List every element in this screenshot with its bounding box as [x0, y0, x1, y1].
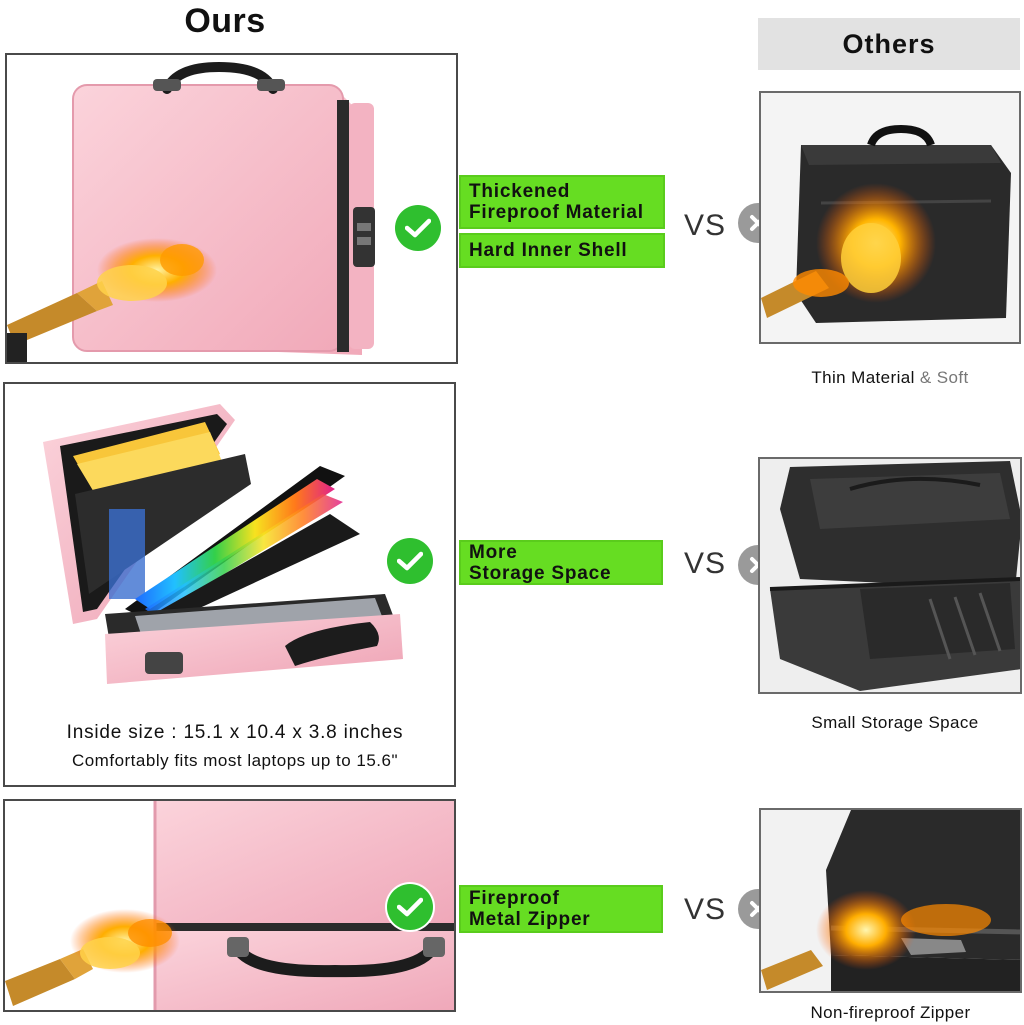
- open-black-bag-image: [760, 459, 1020, 692]
- label-line: Storage Space: [469, 562, 612, 584]
- others-panel-thin: [759, 91, 1021, 344]
- black-bag-zipper-fire-image: [761, 810, 1020, 991]
- ours-heading: Ours: [184, 2, 266, 40]
- label-line: Thickened: [469, 181, 571, 202]
- label-thickened-fireproof: Thickened Fireproof Material: [459, 175, 665, 229]
- label-line: More: [469, 541, 518, 563]
- others-heading-text: Others: [842, 28, 936, 59]
- caption-main: Small Storage Space: [811, 713, 979, 732]
- black-bag-fire-image: [761, 93, 1019, 342]
- caption-non-fireproof-zipper: Non-fireproof Zipper: [759, 1003, 1022, 1023]
- laptop-fit-text: Comfortably fits most laptops up to 15.6…: [71, 751, 399, 770]
- caption-extra: & Soft: [914, 368, 969, 387]
- label-line: Fireproof Material: [469, 202, 644, 223]
- others-heading: Others: [758, 18, 1020, 70]
- check-icon: [387, 884, 433, 930]
- others-panel-small-storage: [758, 457, 1022, 694]
- pink-case-fire-image: [7, 55, 456, 362]
- label-line: Hard Inner Shell: [469, 240, 628, 261]
- label-fireproof-zipper: Fireproof Metal Zipper: [459, 885, 663, 933]
- vs-text: VS: [684, 547, 727, 580]
- label-hard-inner-shell: Hard Inner Shell: [459, 233, 665, 268]
- label-more-storage: More Storage Space: [459, 540, 663, 585]
- label-line: Metal Zipper: [469, 909, 591, 930]
- ours-panel-storage: Inside size : 15.1 x 10.4 x 3.8 inches C…: [3, 382, 456, 787]
- caption-small-storage: Small Storage Space: [763, 713, 1024, 733]
- ours-panel-fireproof: [5, 53, 458, 364]
- inside-size-text: Inside size : 15.1 x 10.4 x 3.8 inches: [66, 722, 404, 743]
- caption-main: Non-fireproof Zipper: [810, 1003, 971, 1022]
- label-line: Fireproof: [469, 888, 560, 909]
- caption-main: Thin Material: [811, 368, 915, 387]
- vs-text: VS: [684, 893, 727, 926]
- check-icon: [395, 205, 441, 251]
- check-icon: [387, 538, 433, 584]
- others-panel-zipper: [759, 808, 1022, 993]
- vs-text: VS: [684, 209, 727, 242]
- caption-thin-material: Thin Material & Soft: [759, 368, 1021, 388]
- open-case-organizer-image: [5, 384, 454, 704]
